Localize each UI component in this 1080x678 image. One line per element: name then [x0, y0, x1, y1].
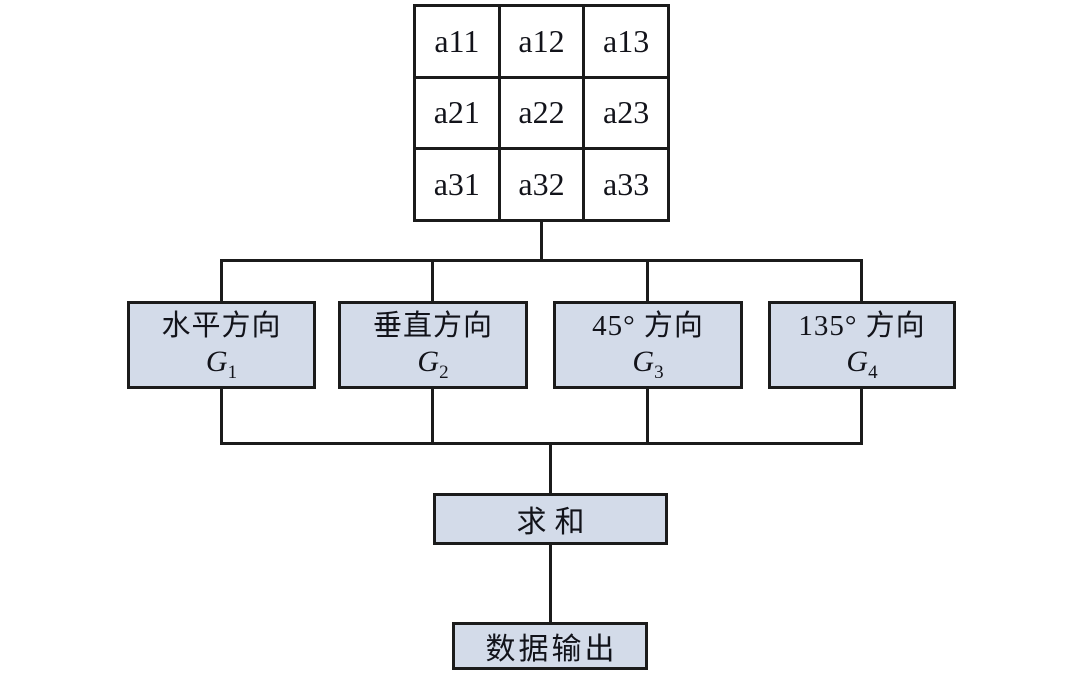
g2-symbol-letter: G	[417, 344, 440, 378]
matrix-cell-a13: a13	[585, 7, 667, 76]
matrix-cell-a12: a12	[500, 7, 583, 76]
connector-top-drop-g2	[431, 259, 434, 304]
matrix-cell-a21: a21	[416, 78, 498, 148]
g3-symbol: G3	[632, 345, 663, 382]
direction-box-horizontal: 水平方向 G1	[127, 301, 316, 389]
direction-box-label: 45° 方向	[592, 310, 704, 343]
g3-symbol-letter: G	[632, 344, 655, 378]
g4-symbol-subscript: 4	[868, 361, 878, 383]
connector-top-drop-g3	[646, 259, 649, 304]
g3-symbol-subscript: 3	[654, 361, 664, 383]
connector-bottom-drop-g2	[431, 387, 434, 445]
input-matrix: a11 a12 a13 a21 a22 a23 a31 a32 a33	[413, 4, 670, 222]
matrix-cell-a11: a11	[416, 7, 498, 76]
g1-symbol-subscript: 1	[227, 361, 238, 383]
g2-symbol-subscript: 2	[439, 361, 449, 383]
connector-top-drop-g4	[860, 259, 863, 304]
direction-box-label: 垂直方向	[372, 310, 493, 343]
direction-box-label: 135° 方向	[798, 310, 926, 343]
connector-top-bus	[220, 259, 863, 262]
sum-box-label: 求和	[516, 506, 593, 539]
direction-box-135deg: 135° 方向 G4	[768, 301, 956, 389]
sum-box: 求和	[433, 493, 668, 545]
g1-symbol: G1	[206, 345, 237, 382]
matrix-cell-a33: a33	[585, 150, 667, 219]
matrix-cell-a22: a22	[500, 78, 583, 148]
direction-box-45deg: 45° 方向 G3	[553, 301, 743, 389]
direction-box-label: 水平方向	[161, 310, 282, 343]
g4-symbol: G4	[846, 345, 877, 382]
matrix-cell-a32: a32	[500, 150, 583, 219]
direction-box-vertical: 垂直方向 G2	[338, 301, 528, 389]
g2-symbol: G2	[417, 345, 448, 382]
connector-bottom-bus	[220, 442, 863, 445]
connector-bottom-drop-g3	[646, 387, 649, 445]
connector-output-stem	[549, 543, 552, 624]
g1-symbol-letter: G	[205, 344, 228, 378]
matrix-cell-a23: a23	[585, 78, 667, 148]
connector-sum-stem	[549, 442, 552, 496]
connector-matrix-stem	[540, 220, 543, 262]
connector-bottom-drop-g4	[860, 387, 863, 445]
output-box: 数据输出	[452, 622, 648, 670]
matrix-cell-a31: a31	[416, 150, 498, 219]
connector-bottom-drop-g1	[220, 387, 223, 445]
connector-top-drop-g1	[220, 259, 223, 304]
g4-symbol-letter: G	[846, 344, 869, 378]
output-box-label: 数据输出	[485, 633, 618, 666]
